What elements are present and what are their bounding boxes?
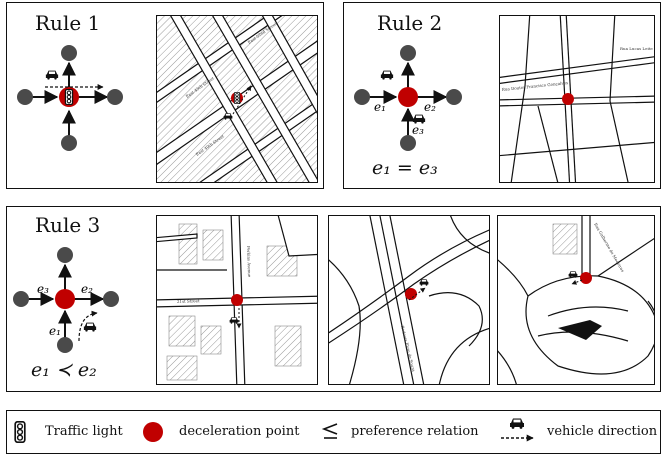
- rule-3-graph: e₃ e₂ e₁: [13, 247, 119, 353]
- svg-text:Rua Gulherme de Medeiros: Rua Gulherme de Medeiros: [593, 222, 625, 273]
- legend-preference-relation: preference relation: [351, 424, 479, 439]
- node-right: [107, 89, 123, 105]
- rule-2-equation: e₁ = e₃: [372, 157, 438, 179]
- legend-deceleration-point: deceleration point: [179, 424, 300, 439]
- rule-3-map-2: Rodovia Elzio de Souza: [328, 215, 490, 385]
- edge-label: e₃: [412, 123, 424, 137]
- node-top: [61, 45, 77, 61]
- rule-3-map-3: Rua Gulherme de Medeiros: [497, 215, 655, 385]
- rule-3-title: Rule 3: [35, 213, 101, 237]
- rule-1-graph: [17, 45, 123, 151]
- rule-1-title: Rule 1: [35, 11, 101, 35]
- edge-label: e₁: [49, 324, 61, 338]
- rule-3-equation: e₁ ≺ e₂: [31, 359, 97, 381]
- edge-label: e₂: [424, 100, 436, 114]
- edge-label: e₃: [37, 282, 49, 296]
- rule-1-map: East 45th Street East 52nd Street East 4…: [156, 15, 318, 183]
- svg-text:Rodovia Elzio de Souza: Rodovia Elzio de Souza: [400, 325, 416, 373]
- vehicle-direction-icon: [501, 418, 534, 442]
- node-bottom: [61, 135, 77, 151]
- legend-vehicle-direction: vehicle direction: [547, 424, 658, 439]
- svg-text:Perkins Avenue: Perkins Avenue: [246, 246, 252, 278]
- rule-1-panel: Rule 1 East 45th Street East: [6, 2, 324, 189]
- rule-2-map: Rua Doutor Francisco Gonçalves Rua Lucas…: [499, 15, 655, 183]
- preference-relation-icon: [321, 423, 338, 439]
- traffic-light-icon: [14, 421, 26, 443]
- legend-traffic-light: Traffic light: [45, 424, 123, 439]
- rule-3-panel: Rule 3 e₃ e₂ e₁ e₁ ≺ e₂: [6, 206, 661, 392]
- rule-3-map-1: 21st Street Perkins Avenue: [156, 215, 318, 385]
- legend-panel: Traffic light deceleration point prefere…: [6, 410, 661, 454]
- node-left: [17, 89, 33, 105]
- rule-2-title: Rule 2: [377, 11, 443, 35]
- deceleration-point: [398, 87, 418, 107]
- edge-label: e₁: [374, 100, 386, 114]
- rule-2-panel: Rule 2 e₁ e₂ e₃ e₁ = e₃ R: [343, 2, 661, 189]
- svg-text:Rua Doutor Francisco Gonçalves: Rua Doutor Francisco Gonçalves: [502, 80, 569, 92]
- deceleration-point-icon: [143, 422, 163, 442]
- rule-2-graph: e₁ e₂ e₃: [354, 45, 462, 151]
- edge-label: e₂: [81, 282, 93, 296]
- svg-text:Rua Lucas Leite: Rua Lucas Leite: [620, 46, 653, 51]
- deceleration-point: [55, 289, 75, 309]
- svg-text:21st Street: 21st Street: [177, 298, 200, 304]
